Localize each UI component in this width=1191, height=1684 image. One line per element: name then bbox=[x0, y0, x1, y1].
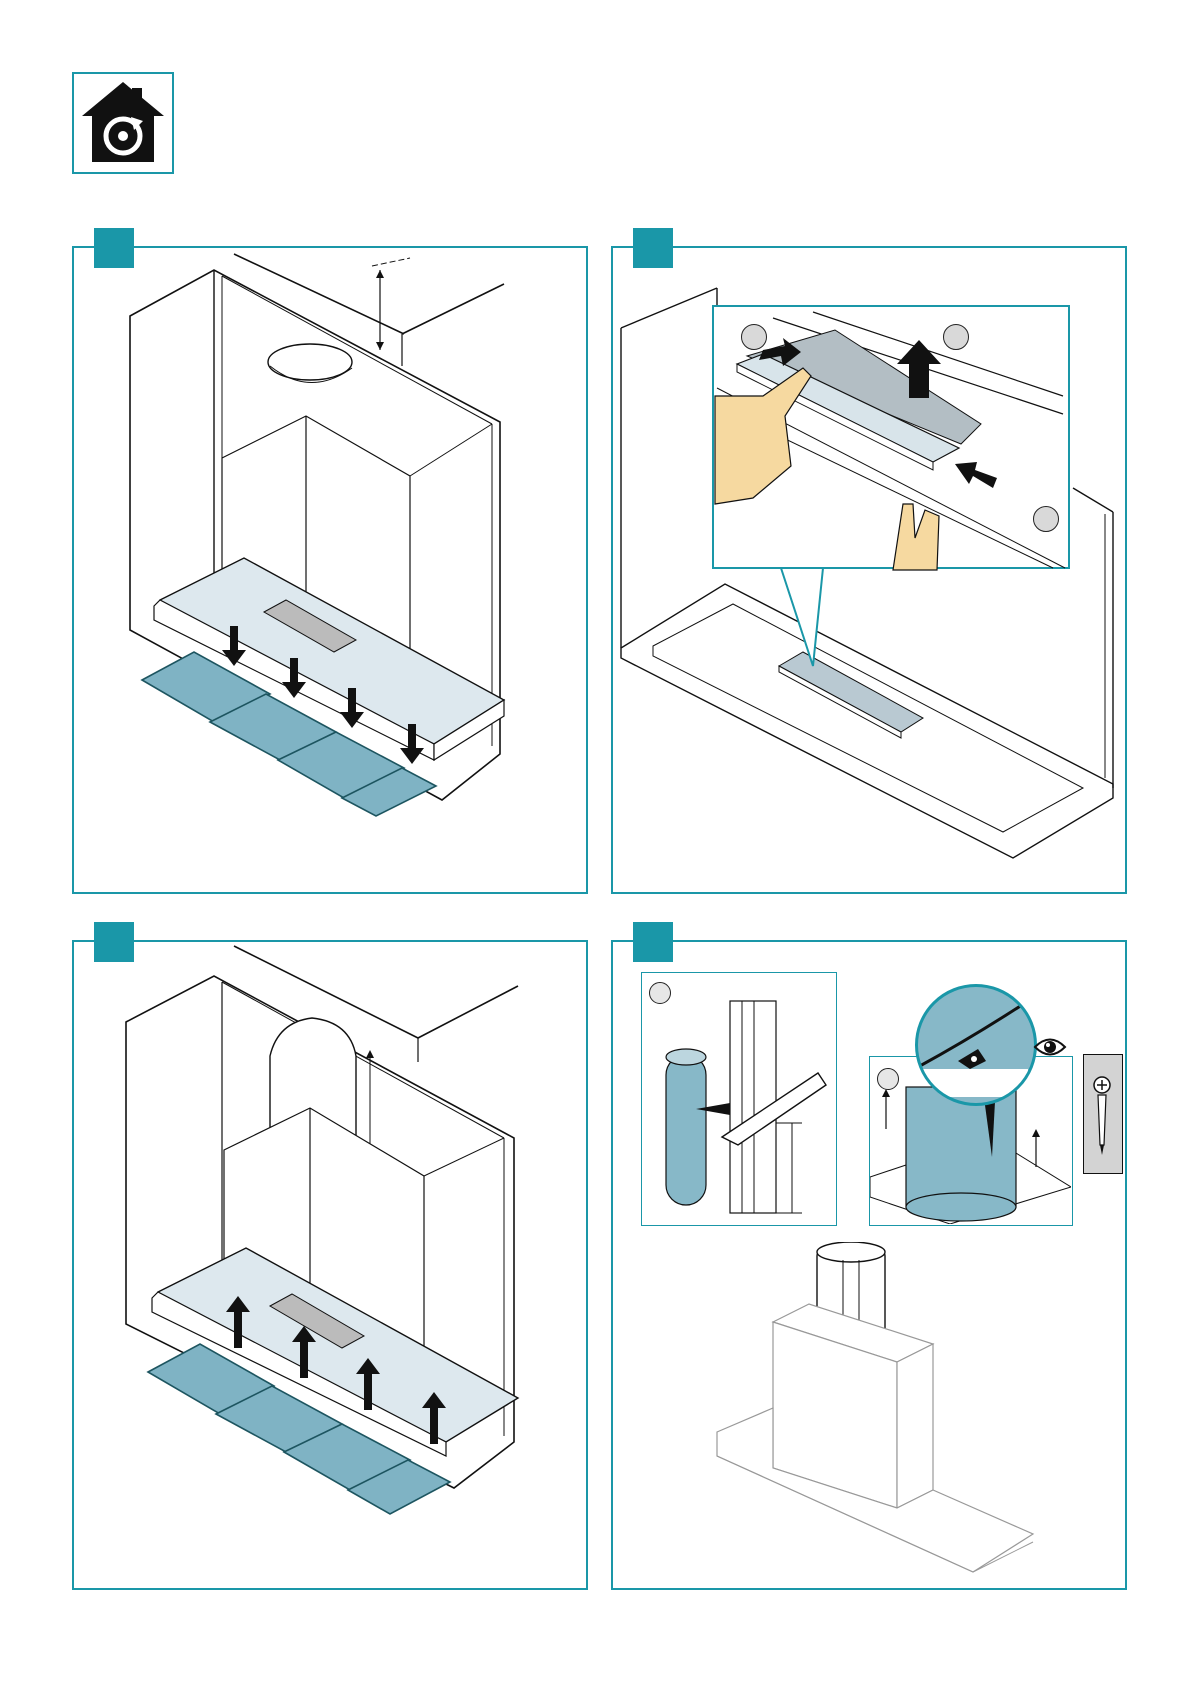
callout-marker-a bbox=[741, 324, 767, 350]
duct-detail-box-a bbox=[641, 972, 837, 1226]
detail-marker-1 bbox=[649, 982, 671, 1004]
step-3-panel bbox=[72, 940, 588, 1590]
eye-icon bbox=[1033, 1034, 1067, 1060]
step-1-illustration bbox=[74, 248, 586, 892]
step-1-panel bbox=[72, 246, 588, 894]
duct-cutting-illustration bbox=[642, 973, 835, 1224]
step-2-tab bbox=[633, 228, 673, 268]
step-3-tab bbox=[94, 922, 134, 962]
callout-marker-b bbox=[943, 324, 969, 350]
step-4-tab bbox=[633, 922, 673, 962]
step-3-illustration bbox=[74, 942, 586, 1588]
step-1-tab bbox=[94, 228, 134, 268]
assembled-hood-illustration bbox=[713, 1242, 1043, 1582]
step-2-illustration bbox=[613, 248, 1125, 892]
screw-detail bbox=[1083, 1054, 1123, 1174]
callout-marker-c bbox=[1033, 506, 1059, 532]
step-4-panel bbox=[611, 940, 1127, 1590]
magnifier-circle bbox=[915, 984, 1037, 1106]
header-icon-frame bbox=[72, 72, 174, 174]
house-recirculation-icon bbox=[74, 74, 172, 172]
screw-icon bbox=[1084, 1055, 1121, 1172]
step-2-panel bbox=[611, 246, 1127, 894]
detail-marker-2 bbox=[877, 1068, 899, 1090]
